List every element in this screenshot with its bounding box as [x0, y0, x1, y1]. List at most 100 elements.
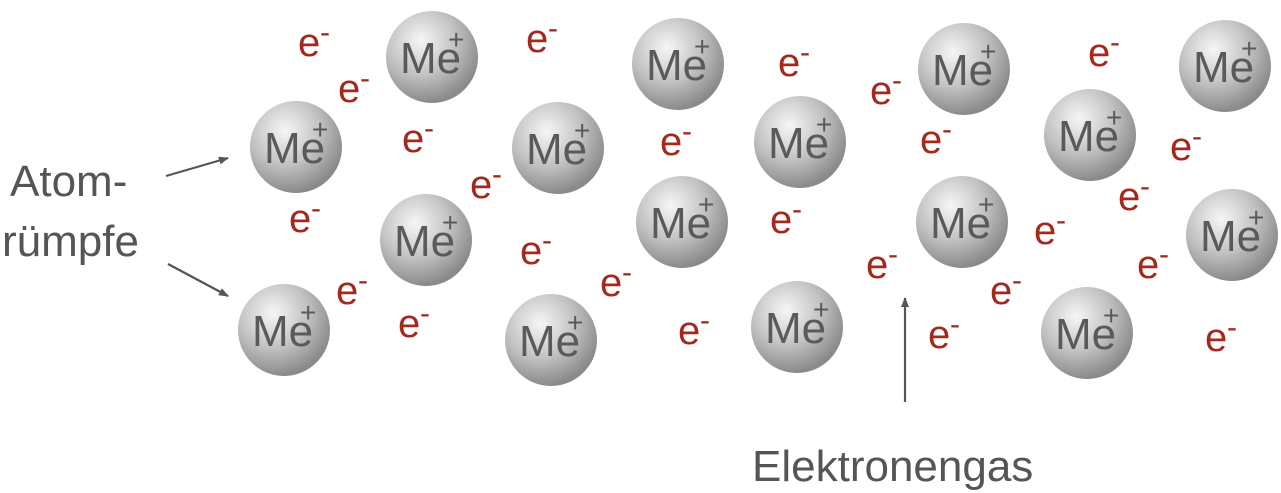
- ion-sphere: [250, 101, 342, 193]
- ion-sphere: [505, 294, 597, 386]
- electron-symbol: e: [338, 67, 360, 111]
- electron: e-: [1088, 26, 1120, 75]
- ion-charge: +: [1248, 202, 1264, 233]
- electron: e-: [526, 12, 558, 61]
- ion-symbol: Me: [1200, 212, 1261, 261]
- ion-charge: +: [442, 207, 458, 238]
- electron-symbol: e: [770, 198, 792, 242]
- electron: e-: [402, 112, 434, 161]
- ion-sphere: [636, 176, 728, 268]
- electron: e-: [778, 36, 810, 85]
- electron-charge: -: [1192, 120, 1202, 153]
- ion-sphere: [918, 23, 1010, 115]
- electron-charge: -: [420, 297, 430, 330]
- atom-arrow-upper: [165, 156, 229, 178]
- ion-symbol: Me: [526, 125, 587, 174]
- electron-charge: -: [622, 256, 632, 289]
- ion-core: Me+: [512, 102, 604, 194]
- electron-symbol: e: [520, 229, 542, 273]
- ion-charge: +: [980, 36, 996, 67]
- ion-charge: +: [816, 109, 832, 140]
- electron-charge: -: [682, 115, 692, 148]
- ion-symbol: Me: [765, 304, 826, 353]
- electron-charge: -: [892, 64, 902, 97]
- ion-symbol: Me: [1193, 43, 1254, 92]
- electron-symbol: e: [398, 302, 420, 346]
- electron: e-: [1205, 311, 1237, 360]
- electron-symbol: e: [778, 41, 800, 85]
- ion-sphere: [238, 284, 330, 376]
- electron-charge: -: [1140, 170, 1150, 203]
- electron-symbol: e: [990, 269, 1012, 313]
- ion-core: Me+: [1179, 20, 1271, 112]
- ion-sphere: [1041, 287, 1133, 379]
- electron: e-: [1170, 120, 1202, 169]
- electron-symbol: e: [1118, 175, 1140, 219]
- electron: e-: [398, 297, 430, 346]
- electron-charge: -: [542, 224, 552, 257]
- ion-charge: +: [813, 294, 829, 325]
- ion-core: Me+: [505, 294, 597, 386]
- electron-symbol: e: [1137, 243, 1159, 287]
- electron-symbol: e: [1088, 31, 1110, 75]
- ion-sphere: [1179, 20, 1271, 112]
- ion-charge: +: [312, 114, 328, 145]
- ion-core: Me+: [916, 176, 1008, 268]
- ion-symbol: Me: [1055, 310, 1116, 359]
- ion-symbol: Me: [252, 307, 313, 356]
- ion-symbol: Me: [930, 199, 991, 248]
- electron-charge: -: [1110, 26, 1120, 59]
- ion-cores: Me+Me+Me+Me+Me+Me+Me+Me+Me+Me+Me+Me+Me+M…: [238, 11, 1278, 386]
- electron-symbol: e: [660, 120, 682, 164]
- electron: e-: [870, 64, 902, 113]
- ion-core: Me+: [250, 101, 342, 193]
- electron-gas: e-e-e-e-e-e-e-e-e-e-e-e-e-e-e-e-e-e-e-e-…: [289, 12, 1237, 360]
- electron-symbol: e: [870, 69, 892, 113]
- electron: e-: [990, 264, 1022, 313]
- ion-charge: +: [300, 297, 316, 328]
- electron-charge: -: [792, 193, 802, 226]
- electron-symbol: e: [1205, 316, 1227, 360]
- electron: e-: [660, 115, 692, 164]
- electron: e-: [289, 192, 321, 241]
- ion-core: Me+: [751, 281, 843, 373]
- electron-charge: -: [1056, 204, 1066, 237]
- electron-charge: -: [311, 192, 321, 225]
- ion-symbol: Me: [519, 317, 580, 366]
- electron-charge: -: [358, 264, 368, 297]
- electron-symbol: e: [289, 197, 311, 241]
- electron-charge: -: [1012, 264, 1022, 297]
- electron: e-: [470, 158, 502, 207]
- electron-charge: -: [424, 112, 434, 145]
- electron-charge: -: [800, 36, 810, 69]
- ion-charge: +: [694, 31, 710, 62]
- ion-core: Me+: [380, 194, 472, 286]
- ion-symbol: Me: [768, 119, 829, 168]
- ion-sphere: [916, 176, 1008, 268]
- ion-core: Me+: [632, 18, 724, 110]
- electron-symbol: e: [678, 309, 700, 353]
- ion-sphere: [751, 281, 843, 373]
- electron-charge: -: [888, 238, 898, 271]
- electron-symbol: e: [470, 163, 492, 207]
- electron: e-: [520, 224, 552, 273]
- electron: e-: [338, 62, 370, 111]
- electron-symbol: e: [402, 117, 424, 161]
- electron: e-: [1118, 170, 1150, 219]
- ion-sphere: [1044, 89, 1136, 181]
- ion-symbol: Me: [1058, 112, 1119, 161]
- ion-sphere: [380, 194, 472, 286]
- electron-charge: -: [1159, 238, 1169, 271]
- electron: e-: [678, 304, 710, 353]
- ion-core: Me+: [754, 96, 846, 188]
- ion-core: Me+: [1044, 89, 1136, 181]
- ion-sphere: [1186, 189, 1278, 281]
- ion-charge: +: [1241, 33, 1257, 64]
- electron: e-: [600, 256, 632, 305]
- ion-symbol: Me: [400, 34, 461, 83]
- ion-sphere: [386, 11, 478, 103]
- ion-core: Me+: [1186, 189, 1278, 281]
- ion-charge: +: [1103, 300, 1119, 331]
- electron-symbol: e: [1034, 209, 1056, 253]
